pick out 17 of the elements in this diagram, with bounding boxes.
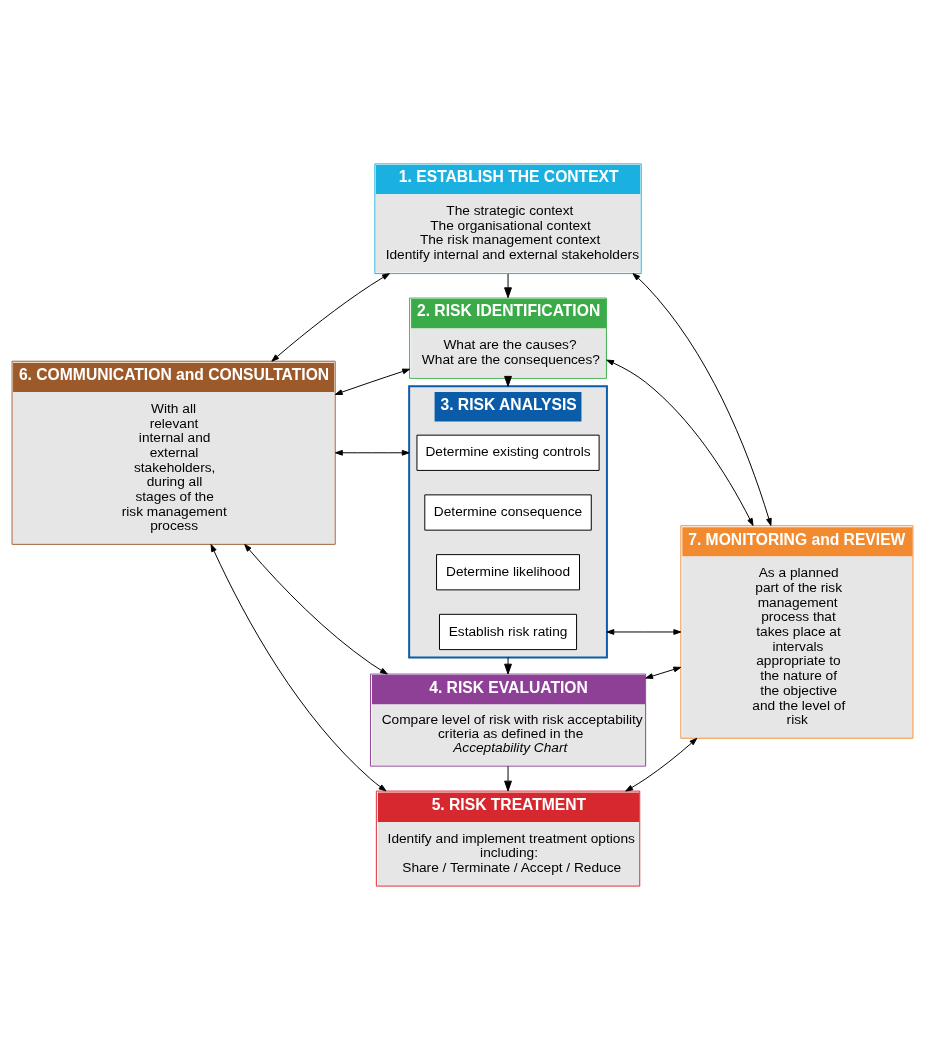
arrow bbox=[625, 737, 698, 792]
arrow bbox=[244, 543, 388, 675]
node-box: Establish risk rating bbox=[439, 613, 578, 651]
arrow bbox=[210, 544, 387, 792]
arrow bbox=[504, 273, 512, 299]
arrow bbox=[606, 359, 754, 526]
arrow bbox=[335, 449, 410, 456]
arrow bbox=[504, 765, 512, 792]
node-box: Determine likelihood bbox=[436, 554, 580, 591]
node-box: Determine existing controls bbox=[416, 434, 600, 471]
arrow bbox=[632, 273, 772, 526]
arrow bbox=[645, 666, 682, 679]
arrow bbox=[271, 273, 390, 362]
arrow bbox=[606, 629, 682, 635]
arrow bbox=[334, 368, 411, 395]
node-box: Determine consequence bbox=[424, 494, 592, 531]
arrow bbox=[504, 656, 512, 675]
